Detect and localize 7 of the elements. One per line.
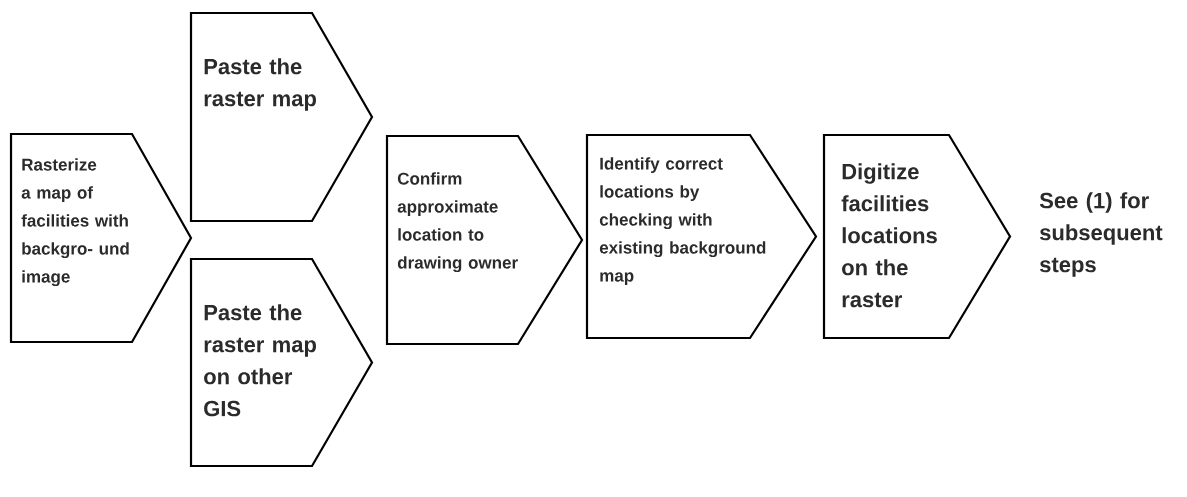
chevron-step: Rasterize a map of facilities with backgro- und image [9, 132, 193, 344]
note-text: See (1) for subsequent steps [1039, 192, 1163, 277]
chevron-step: Paste the raster map [189, 11, 374, 223]
chevron-step: Confirm approximate location to drawing owner [385, 134, 584, 346]
chevron-step: Paste the raster map on other GIS [189, 257, 374, 468]
chevron-step: Identify correct locations by checking with existing background map [585, 133, 818, 340]
chevron-step: Digitize facilities locations on the raster [822, 133, 1012, 340]
